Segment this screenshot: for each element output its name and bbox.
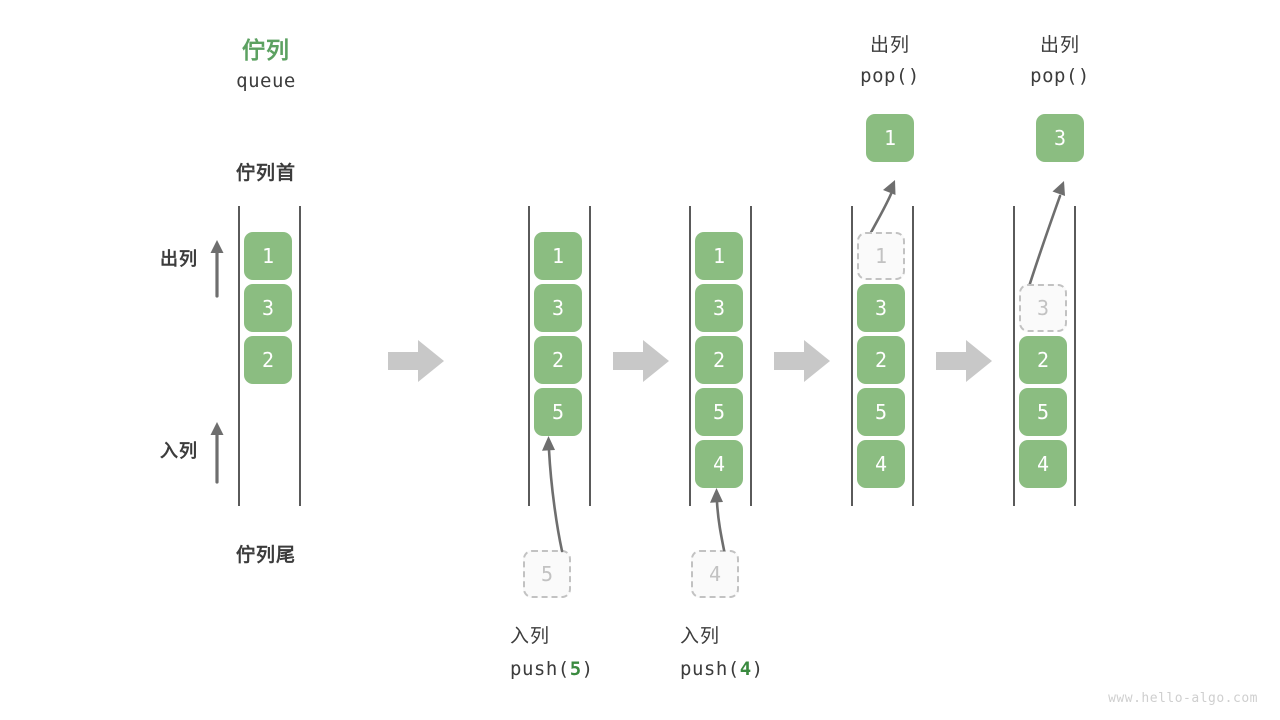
dequeue-direction-label: 出列	[160, 249, 198, 270]
pop-1-cn-label: 出列	[869, 34, 910, 56]
queue-column-push-5: 1 3 2 5	[528, 206, 591, 506]
queue-rail-right	[912, 206, 914, 506]
queue-cell: 1	[244, 232, 292, 280]
step-arrow-icon	[774, 340, 830, 382]
page-title-cn: 佇列	[242, 38, 290, 64]
enqueue-direction-arrow-icon	[210, 422, 224, 484]
page-title-en: queue	[236, 70, 296, 92]
pop-3-code-label: pop()	[1030, 65, 1090, 87]
queue-cell: 2	[1019, 336, 1067, 384]
pop-1-operation-label: 出列 pop()	[810, 30, 970, 92]
queue-cell: 3	[244, 284, 292, 332]
queue-rail-left	[1013, 206, 1015, 506]
queue-column-pop-3: 3 2 5 4	[1013, 206, 1076, 506]
queue-cell-ghost: 1	[857, 232, 905, 280]
watermark: www.hello-algo.com	[1108, 691, 1258, 706]
queue-cell: 5	[534, 388, 582, 436]
push-5-cn-label: 入列	[510, 625, 551, 647]
enqueue-direction-label: 入列	[160, 441, 198, 462]
queue-cell: 4	[857, 440, 905, 488]
dequeue-direction-arrow-icon	[210, 240, 224, 298]
queue-column-push-4: 1 3 2 5 4	[689, 206, 752, 506]
queue-cell: 2	[695, 336, 743, 384]
push-arrow-icon	[710, 488, 726, 552]
queue-cell: 1	[695, 232, 743, 280]
queue-cell: 4	[695, 440, 743, 488]
step-arrow-icon	[613, 340, 669, 382]
queue-cell: 2	[534, 336, 582, 384]
pop-3-operation-label: 出列 pop()	[980, 30, 1140, 92]
queue-cell: 5	[695, 388, 743, 436]
popped-cell-1: 1	[866, 114, 914, 162]
queue-cell: 4	[1019, 440, 1067, 488]
queue-cell: 2	[244, 336, 292, 384]
incoming-ghost-cell-4: 4	[691, 550, 739, 598]
queue-head-label: 佇列首	[235, 162, 296, 184]
queue-cell: 5	[857, 388, 905, 436]
push-arrow-icon	[542, 436, 564, 553]
queue-column-pop-1: 1 3 2 5 4	[851, 206, 914, 506]
push-5-operation-label: 入列 push(5)	[510, 620, 710, 686]
queue-rail-left	[851, 206, 853, 506]
step-arrow-icon	[388, 340, 444, 382]
queue-cell: 3	[695, 284, 743, 332]
queue-cell: 3	[857, 284, 905, 332]
push-5-code-label: push(5)	[510, 658, 594, 680]
queue-rail-right	[750, 206, 752, 506]
pop-1-code-label: pop()	[860, 65, 920, 87]
incoming-ghost-cell-5: 5	[523, 550, 571, 598]
popped-cell-3: 3	[1036, 114, 1084, 162]
queue-rail-left	[689, 206, 691, 506]
queue-column-initial: 1 3 2	[238, 206, 301, 506]
step-arrow-icon	[936, 340, 992, 382]
queue-cell: 2	[857, 336, 905, 384]
queue-rail-right	[299, 206, 301, 506]
push-4-cn-label: 入列	[680, 625, 721, 647]
queue-cell: 1	[534, 232, 582, 280]
push-4-operation-label: 入列 push(4)	[680, 620, 880, 686]
push-4-code-label: push(4)	[680, 658, 764, 680]
pop-3-cn-label: 出列	[1039, 34, 1080, 56]
queue-tail-label: 佇列尾	[235, 544, 296, 566]
queue-rail-left	[528, 206, 530, 506]
queue-cell-ghost: 3	[1019, 284, 1067, 332]
queue-cell: 5	[1019, 388, 1067, 436]
queue-cell: 3	[534, 284, 582, 332]
queue-rail-right	[589, 206, 591, 506]
queue-rail-right	[1074, 206, 1076, 506]
queue-rail-left	[238, 206, 240, 506]
